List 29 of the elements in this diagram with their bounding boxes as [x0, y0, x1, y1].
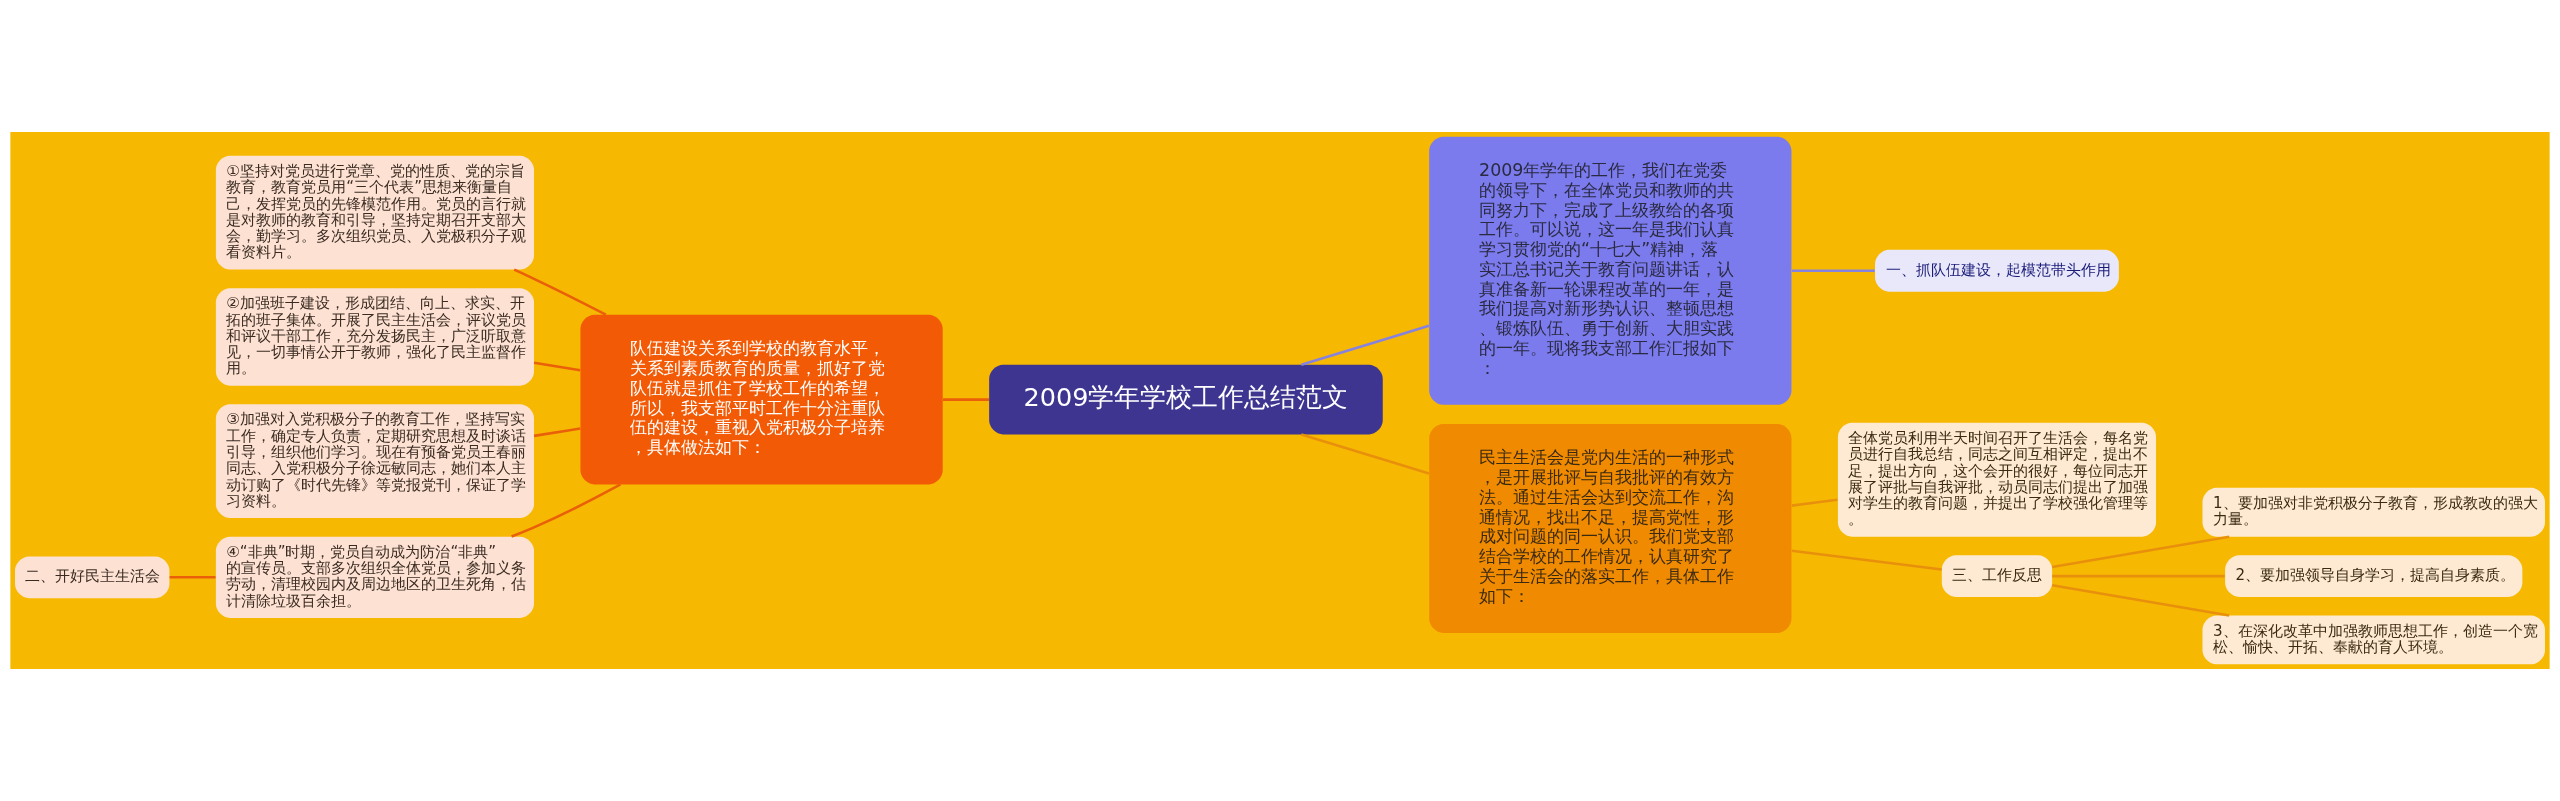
- connector: [511, 483, 622, 538]
- connector: [942, 398, 989, 401]
- connector: [169, 576, 216, 579]
- connector: [1791, 498, 1838, 507]
- node-box: ③加强对入党积极分子的教育工作，坚持写实工作，确定专人负责，定期研究思想及时谈话引导，组织他们学习。现在有预备党员王春丽同志、入党积极分子徐远敏同志，她们本人主动订购了《时代先锋》等党报党刊，保证了学习资料。: [215, 404, 534, 519]
- node-box: ②加强班子建设，形成团结、向上、求实、开拓的班子集体。开展了民主生活会，评议党员和评议干部工作，充分发扬民主，广泛听取意见，一切事情公开于教师，强化了民主监督作用。: [215, 288, 534, 386]
- node-box: 2009学年学校工作总结范文: [989, 364, 1383, 435]
- connector: [2052, 574, 2225, 578]
- connector: [1300, 433, 1430, 475]
- node-box: 1、要加强对非党积极分子教育，形成教改的强大力量。: [2202, 487, 2545, 537]
- node-box: 全体党员利用半天时间召开了生活会，每名党员进行自我总结，同志之间互相评定，提出不足，提出方向，这个会开的很好，每位同志开展了评批与自我评批，动员同志们提出了加强对学生的教育问题，并提出了学校强化管理等。: [1837, 422, 2157, 537]
- connector: [2051, 584, 2230, 617]
- node-box: 队伍建设关系到学校的教育水平，关系到素质教育的质量，抓好了党队伍就是抓住了学校工作的希望，所以，我支部平时工作十分注重队伍的建设，重视入党积极分子培养，具体做法如下：: [580, 314, 943, 485]
- connector: [2051, 535, 2230, 569]
- connector: [1791, 549, 1942, 571]
- node-box: 一、抓队伍建设，起模范带头作用: [1875, 249, 2119, 292]
- connector: [1791, 269, 1875, 273]
- connector: [533, 427, 581, 438]
- connector: [533, 361, 581, 372]
- node-box: 二、开好民主生活会: [15, 556, 170, 599]
- node-box: 2009年学年的工作，我们在党委的领导下，在全体党员和教师的共同努力下，完成了上级教给的各项工作。可以说，这一年是我们认真学习贯彻党的“十七大”精神，落实江总书记关于教育问题讲话，认真准备新一轮课程改革的一年，是我们提高对新形势认识、整顿思想、锻炼队伍、勇于创新、大胆实践的一年。现将我支部工作汇报如下：: [1429, 136, 1792, 405]
- node-box: ①坚持对党员进行党章、党的性质、党的宗旨教育，教育党员用“三个代表”思想来衡量自己，发挥党员的先锋模范作用。党员的言行就是对教师的教育和引导，坚持定期召开支部大会，勤学习。多次组织党员、入党极积分子观看资料片。: [215, 155, 534, 270]
- node-box: 2、要加强领导自身学习，提高自身素质。: [2225, 555, 2523, 597]
- node-box: 三、工作反思: [1941, 555, 2053, 597]
- node-box: 民主生活会是党内生活的一种形式，是开展批评与自我批评的有效方法。通过生活会达到交流工作，沟通情况，找出不足，提高党性，形成对问题的同一认识。我们党支部结合学校的工作情况，认真研究了关于生活会的落实工作，具体工作如下：: [1429, 424, 1792, 633]
- connector: [513, 268, 607, 316]
- connector: [1300, 324, 1430, 366]
- node-box: ④“非典”时期，党员自动成为防治“非典”的宣传员。支部多次组织全体党员，参加义务劳动，清理校园内及周边地区的卫生死角，估计清除垃圾百余担。: [215, 536, 534, 618]
- node-box: 3、在深化改革中加强教师思想工作，创造一个宽松、愉快、开拓、奉献的育人环境。: [2202, 615, 2545, 665]
